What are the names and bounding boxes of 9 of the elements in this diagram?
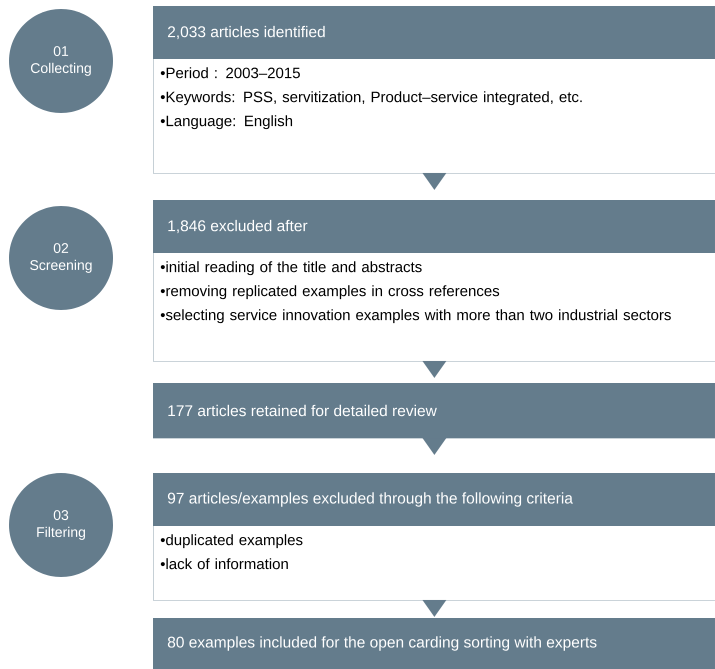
step-box: 80 examples included for the open carding sorting with experts: [153, 618, 715, 669]
arrow: [422, 360, 446, 378]
arrow: [422, 172, 446, 190]
step-box: 2,033 articles identified •Period : 2003–2015 •Keywords: PSS, servitization, Product–service integrated, etc. •Language: English: [153, 6, 715, 174]
step-box: 177 articles retained for detailed review: [153, 383, 715, 439]
step-box: 1,846 excluded after •initial reading of the title and abstracts •removing replicated examples in cross references •selecting service innovation examples with more than two industrial sectors: [153, 200, 715, 362]
arrow: [422, 600, 446, 617]
step-box: 97 articles/examples excluded through the following criteria •duplicated examples •lack of information: [153, 473, 715, 601]
arrow: [422, 438, 446, 455]
